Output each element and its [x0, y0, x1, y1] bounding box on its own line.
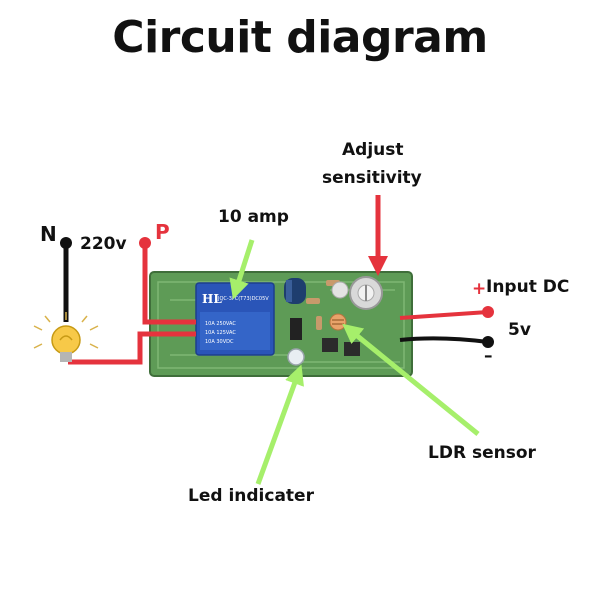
capacitor: [284, 278, 306, 304]
relay: HL JQC-3FC(T73)DC05V 10A 250VAC 10A 125V…: [195, 282, 275, 356]
dc-positive-wire: [399, 306, 494, 320]
label-input-minus: –: [484, 346, 493, 366]
label-ldr-sensor: LDR sensor: [428, 443, 536, 463]
label-sensitivity-line1: Adjust: [342, 140, 404, 160]
relay-brand: HL: [202, 292, 222, 306]
label-phase: P: [155, 220, 170, 244]
relay-spec-1: 10A 250VAC: [205, 321, 236, 327]
ic-chips: [322, 338, 360, 356]
label-neutral: N: [40, 222, 57, 246]
label-mains-voltage: 220v: [80, 234, 127, 254]
led-arrow: [255, 364, 304, 485]
label-led-indicator: Led indicater: [188, 486, 314, 506]
relay-arrow: [229, 239, 255, 300]
relay-spec-3: 10A 30VDC: [205, 339, 234, 345]
relay-spec-2: 10A 125VAC: [205, 330, 236, 336]
ldr-sensor: [329, 313, 347, 331]
bulb-icon: [33, 312, 99, 362]
label-sensitivity-line2: sensitivity: [322, 168, 422, 188]
ldr-arrow: [342, 323, 480, 436]
label-input-plus: +: [472, 279, 487, 299]
potentiometer: [331, 276, 383, 310]
relay-model: JQC-3FC(T73)DC05V: [217, 296, 269, 302]
transistor: [290, 318, 302, 340]
phase-wire: [68, 237, 196, 365]
dc-negative-wire: [399, 336, 494, 348]
neutral-wire: [60, 237, 72, 322]
led: [287, 348, 305, 366]
page-title: Circuit diagram: [112, 12, 488, 63]
label-relay-rating: 10 amp: [218, 207, 289, 227]
label-input-voltage: 5v: [508, 320, 531, 340]
label-input-dc: Input DC: [486, 277, 570, 297]
